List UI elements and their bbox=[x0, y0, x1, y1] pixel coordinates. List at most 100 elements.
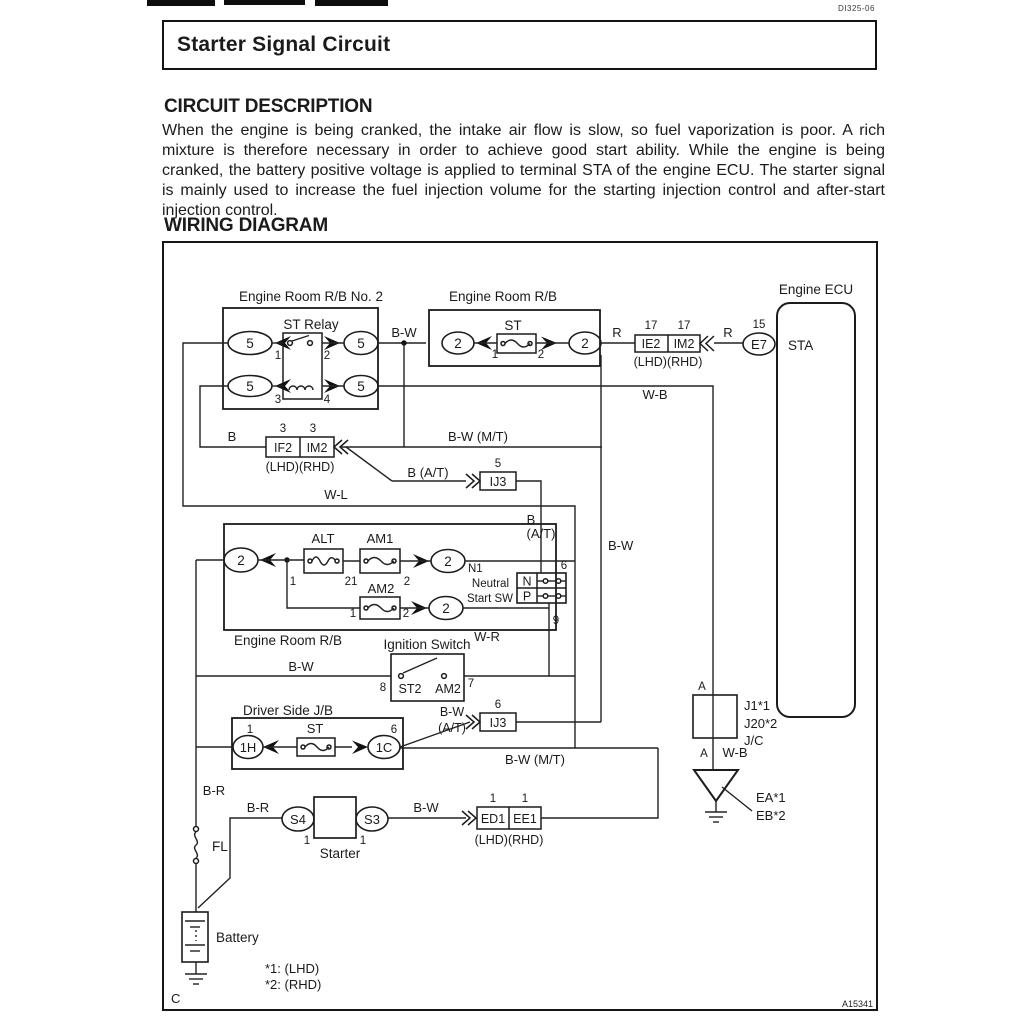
diagram-notes: *1: (LHD) *2: (RHD) bbox=[265, 961, 321, 992]
fuse-name: ST bbox=[307, 721, 324, 736]
wire-label-at: (A/T) bbox=[438, 721, 466, 735]
pin: 3 bbox=[280, 423, 286, 435]
fuse-name: AM2 bbox=[368, 581, 395, 596]
chevron-icon bbox=[698, 335, 709, 352]
relay-coil-icon bbox=[288, 385, 314, 391]
pin: 2 bbox=[403, 608, 409, 620]
note-rhd: *2: (RHD) bbox=[265, 977, 321, 992]
pin: 8 bbox=[380, 682, 386, 694]
pin: 1 bbox=[275, 350, 281, 362]
scan-artifact-bar bbox=[224, 0, 305, 5]
label-battery: Battery bbox=[216, 930, 259, 945]
relay-title: ST Relay bbox=[283, 317, 339, 332]
pin: 21 bbox=[345, 576, 358, 588]
wiring-diagram-heading: WIRING DIAGRAM bbox=[164, 215, 328, 236]
battery-symbol bbox=[181, 911, 209, 963]
block-title: Driver Side J/B bbox=[243, 703, 333, 718]
pin: 2 bbox=[404, 576, 410, 588]
starter-box bbox=[313, 796, 357, 839]
label-j20: J20*2 bbox=[744, 716, 777, 731]
connector-2: 2 bbox=[444, 554, 452, 569]
connector-im2: IM2 bbox=[307, 441, 328, 455]
page-marker: C bbox=[171, 991, 180, 1006]
doc-code: DI325-06 bbox=[838, 4, 875, 13]
connector-2: 2 bbox=[454, 336, 462, 351]
chevron-icon bbox=[332, 439, 343, 455]
wires-left-buses: B W-L bbox=[182, 342, 576, 748]
connector-if2: IF2 bbox=[274, 441, 292, 455]
wire-relay-to-fuse: B-W bbox=[378, 325, 426, 447]
pin: 1 bbox=[490, 793, 496, 805]
pin: 17 bbox=[645, 320, 658, 332]
wire-label-wl: W-L bbox=[324, 487, 348, 502]
block-engine-ecu: Engine ECU E7 15 STA bbox=[742, 282, 856, 718]
terminal-am2: AM2 bbox=[435, 682, 461, 696]
block-driver-side-jb: Driver Side J/B 1 ST 6 1H 1C B-W (M/T) B… bbox=[196, 699, 658, 770]
connector-ee1: EE1 bbox=[513, 812, 537, 826]
pin: 6 bbox=[495, 699, 501, 711]
fusible-link-icon bbox=[193, 831, 199, 859]
wire-label-b: B bbox=[228, 429, 237, 444]
pin: 1 bbox=[350, 608, 356, 620]
wire-label-wb: W-B bbox=[722, 745, 747, 760]
wire-label-bw: B-W bbox=[391, 325, 417, 340]
title-box: Starter Signal Circuit bbox=[162, 20, 877, 70]
wire-label-r: R bbox=[612, 325, 621, 340]
label-j1: J1*1 bbox=[744, 698, 770, 713]
fuse-symbol bbox=[296, 737, 336, 757]
block-engine-room-rb-no2: Engine Room R/B No. 2 ST Relay 5 5 5 5 1… bbox=[222, 289, 383, 410]
fuse-symbol bbox=[303, 548, 344, 574]
label-neutral: Neutral bbox=[472, 578, 509, 590]
wire-label-r: R bbox=[723, 325, 732, 340]
pin: 1 bbox=[492, 349, 498, 361]
scan-artifact-bar bbox=[147, 0, 215, 6]
ground-path: W-B A J1*1 J20*2 J/C A W-B EA*1 EB*2 bbox=[378, 385, 786, 823]
st-relay-symbol bbox=[282, 332, 323, 400]
figure-code: A15341 bbox=[842, 999, 873, 1009]
wire-label-bw: B-W bbox=[608, 538, 634, 553]
wire-label-a: A bbox=[700, 748, 708, 760]
pin: 3 bbox=[310, 423, 316, 435]
connector-5: 5 bbox=[357, 379, 365, 394]
connector-1c: 1C bbox=[376, 740, 393, 755]
lhd-rhd: (LHD)(RHD) bbox=[634, 355, 703, 369]
terminal-st2: ST2 bbox=[399, 682, 422, 696]
label-starter: Starter bbox=[320, 846, 361, 861]
connector-e7: E7 bbox=[751, 337, 767, 352]
connector-2: 2 bbox=[581, 336, 589, 351]
block-ignition-switch: Ignition Switch 8 ST2 AM2 7 B-W bbox=[196, 637, 575, 702]
pin: 4 bbox=[324, 394, 331, 406]
wire-label-bw: B-W bbox=[440, 705, 465, 719]
block-engine-room-rb-lower: Engine Room R/B ALT AM1 AM2 2 2 2 1 21 bbox=[196, 523, 575, 648]
junction-connector-box bbox=[692, 694, 738, 739]
switch-lever-icon bbox=[402, 657, 438, 674]
connector-arrow-icon bbox=[352, 740, 368, 754]
cell-n: N bbox=[522, 575, 531, 589]
label-fl: FL bbox=[212, 839, 228, 854]
circuit-description-heading: CIRCUIT DESCRIPTION bbox=[164, 96, 373, 117]
fuse-name: ALT bbox=[312, 531, 335, 546]
wire-label-bw-mt: B-W (M/T) bbox=[448, 429, 508, 444]
label-start-sw: Start SW bbox=[467, 593, 513, 605]
terminal-sta: STA bbox=[788, 338, 813, 353]
chevron-icon bbox=[467, 810, 478, 826]
connector-ij3: IJ3 bbox=[490, 716, 507, 730]
connector-2: 2 bbox=[237, 553, 245, 568]
block-title: Engine ECU bbox=[779, 282, 853, 297]
wire-label-bw: B-W bbox=[413, 800, 439, 815]
wire-label-n1: N1 bbox=[468, 563, 483, 575]
connector-ij3: IJ3 bbox=[490, 475, 507, 489]
ground-icon bbox=[185, 973, 207, 985]
label-eb: EB*2 bbox=[756, 808, 786, 823]
pin: 9 bbox=[553, 615, 559, 627]
pin: 2 bbox=[324, 350, 330, 362]
battery-starter-path: B-R FL B-R Battery S4 S3 bbox=[181, 560, 659, 985]
block-title: Engine Room R/B bbox=[449, 289, 557, 304]
ground-triangle-icon bbox=[692, 769, 740, 803]
block-engine-room-rb-top: Engine Room R/B ST 2 2 1 2 R B-W bbox=[428, 289, 635, 722]
wire-label-br: B-R bbox=[203, 783, 225, 798]
wire-label-bw: B-W bbox=[288, 659, 314, 674]
chevron-icon bbox=[461, 810, 472, 826]
